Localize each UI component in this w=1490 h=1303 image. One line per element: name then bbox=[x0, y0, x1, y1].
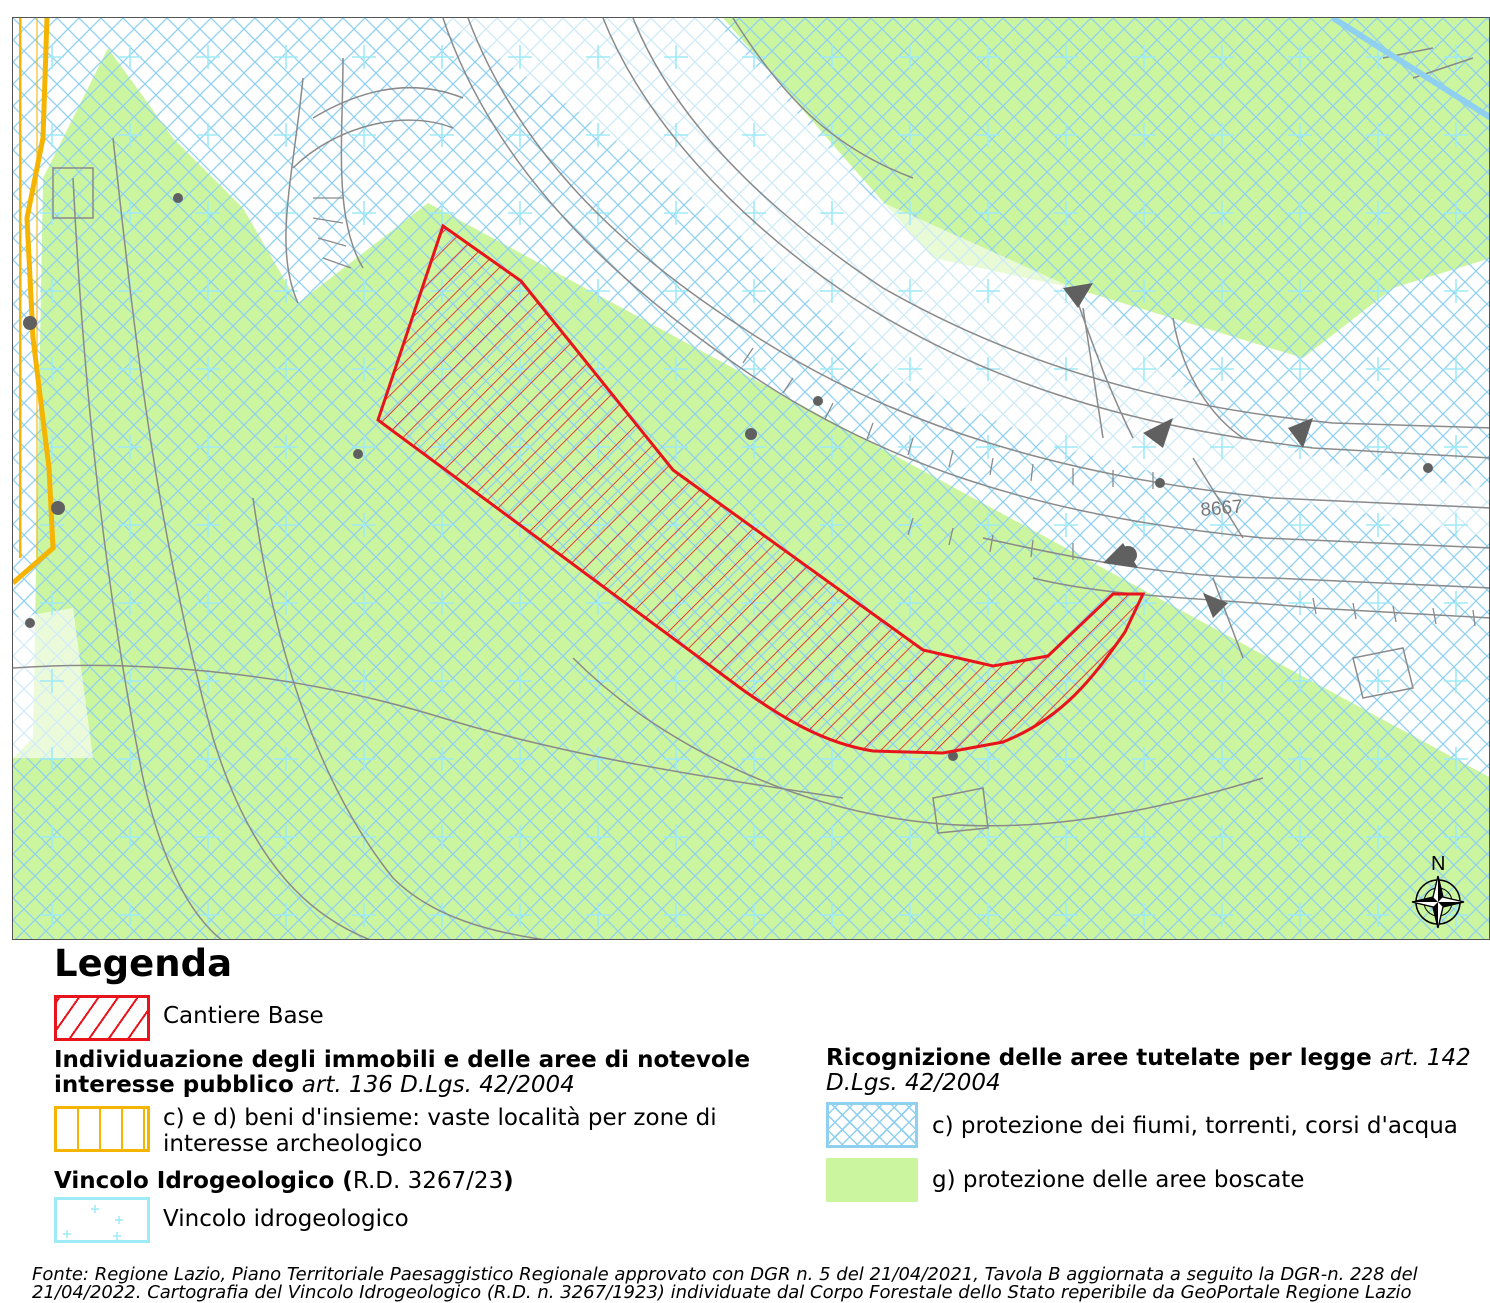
vincolo-label: Vincolo idrogeologico bbox=[163, 1206, 409, 1232]
beni-insieme-label: c) e d) beni d'insieme: vaste località p… bbox=[163, 1105, 717, 1157]
section-vincolo-title: Vincolo Idrogeologico (R.D. 3267/23) bbox=[54, 1168, 514, 1194]
source-note: Fonte: Regione Lazio, Piano Territoriale… bbox=[32, 1264, 1418, 1303]
beni-insieme-area bbox=[13, 18, 56, 585]
map-symbols bbox=[23, 193, 1433, 761]
map-view[interactable]: 8667 N bbox=[12, 17, 1490, 940]
vincolo-area bbox=[13, 18, 1489, 939]
section-aree-tutelate-title: Ricognizione delle aree tutelate per leg… bbox=[826, 1045, 1471, 1096]
beni-insieme-swatch bbox=[54, 1106, 150, 1152]
contour-lines bbox=[13, 18, 1489, 939]
cantiere-base-area[interactable] bbox=[376, 223, 1146, 755]
cantiere-label: Cantiere Base bbox=[163, 1003, 324, 1029]
vincolo-swatch bbox=[54, 1197, 150, 1243]
north-arrow-icon: N bbox=[1411, 853, 1465, 929]
legend: Legenda Cantiere Base Individuazione deg… bbox=[0, 940, 1490, 1303]
section-notevole-interesse-title: Individuazione degli immobili e delle ar… bbox=[54, 1047, 751, 1098]
boscate-swatch bbox=[826, 1158, 918, 1202]
fiumi-swatch bbox=[826, 1102, 918, 1148]
cantiere-swatch bbox=[54, 995, 150, 1041]
north-label: N bbox=[1431, 853, 1445, 875]
boscate-label: g) protezione delle aree boscate bbox=[932, 1167, 1305, 1193]
legend-title: Legenda bbox=[54, 942, 233, 985]
road-label: 8667 bbox=[1200, 496, 1244, 521]
fiumi-label: c) protezione dei fiumi, torrenti, corsi… bbox=[932, 1113, 1458, 1139]
